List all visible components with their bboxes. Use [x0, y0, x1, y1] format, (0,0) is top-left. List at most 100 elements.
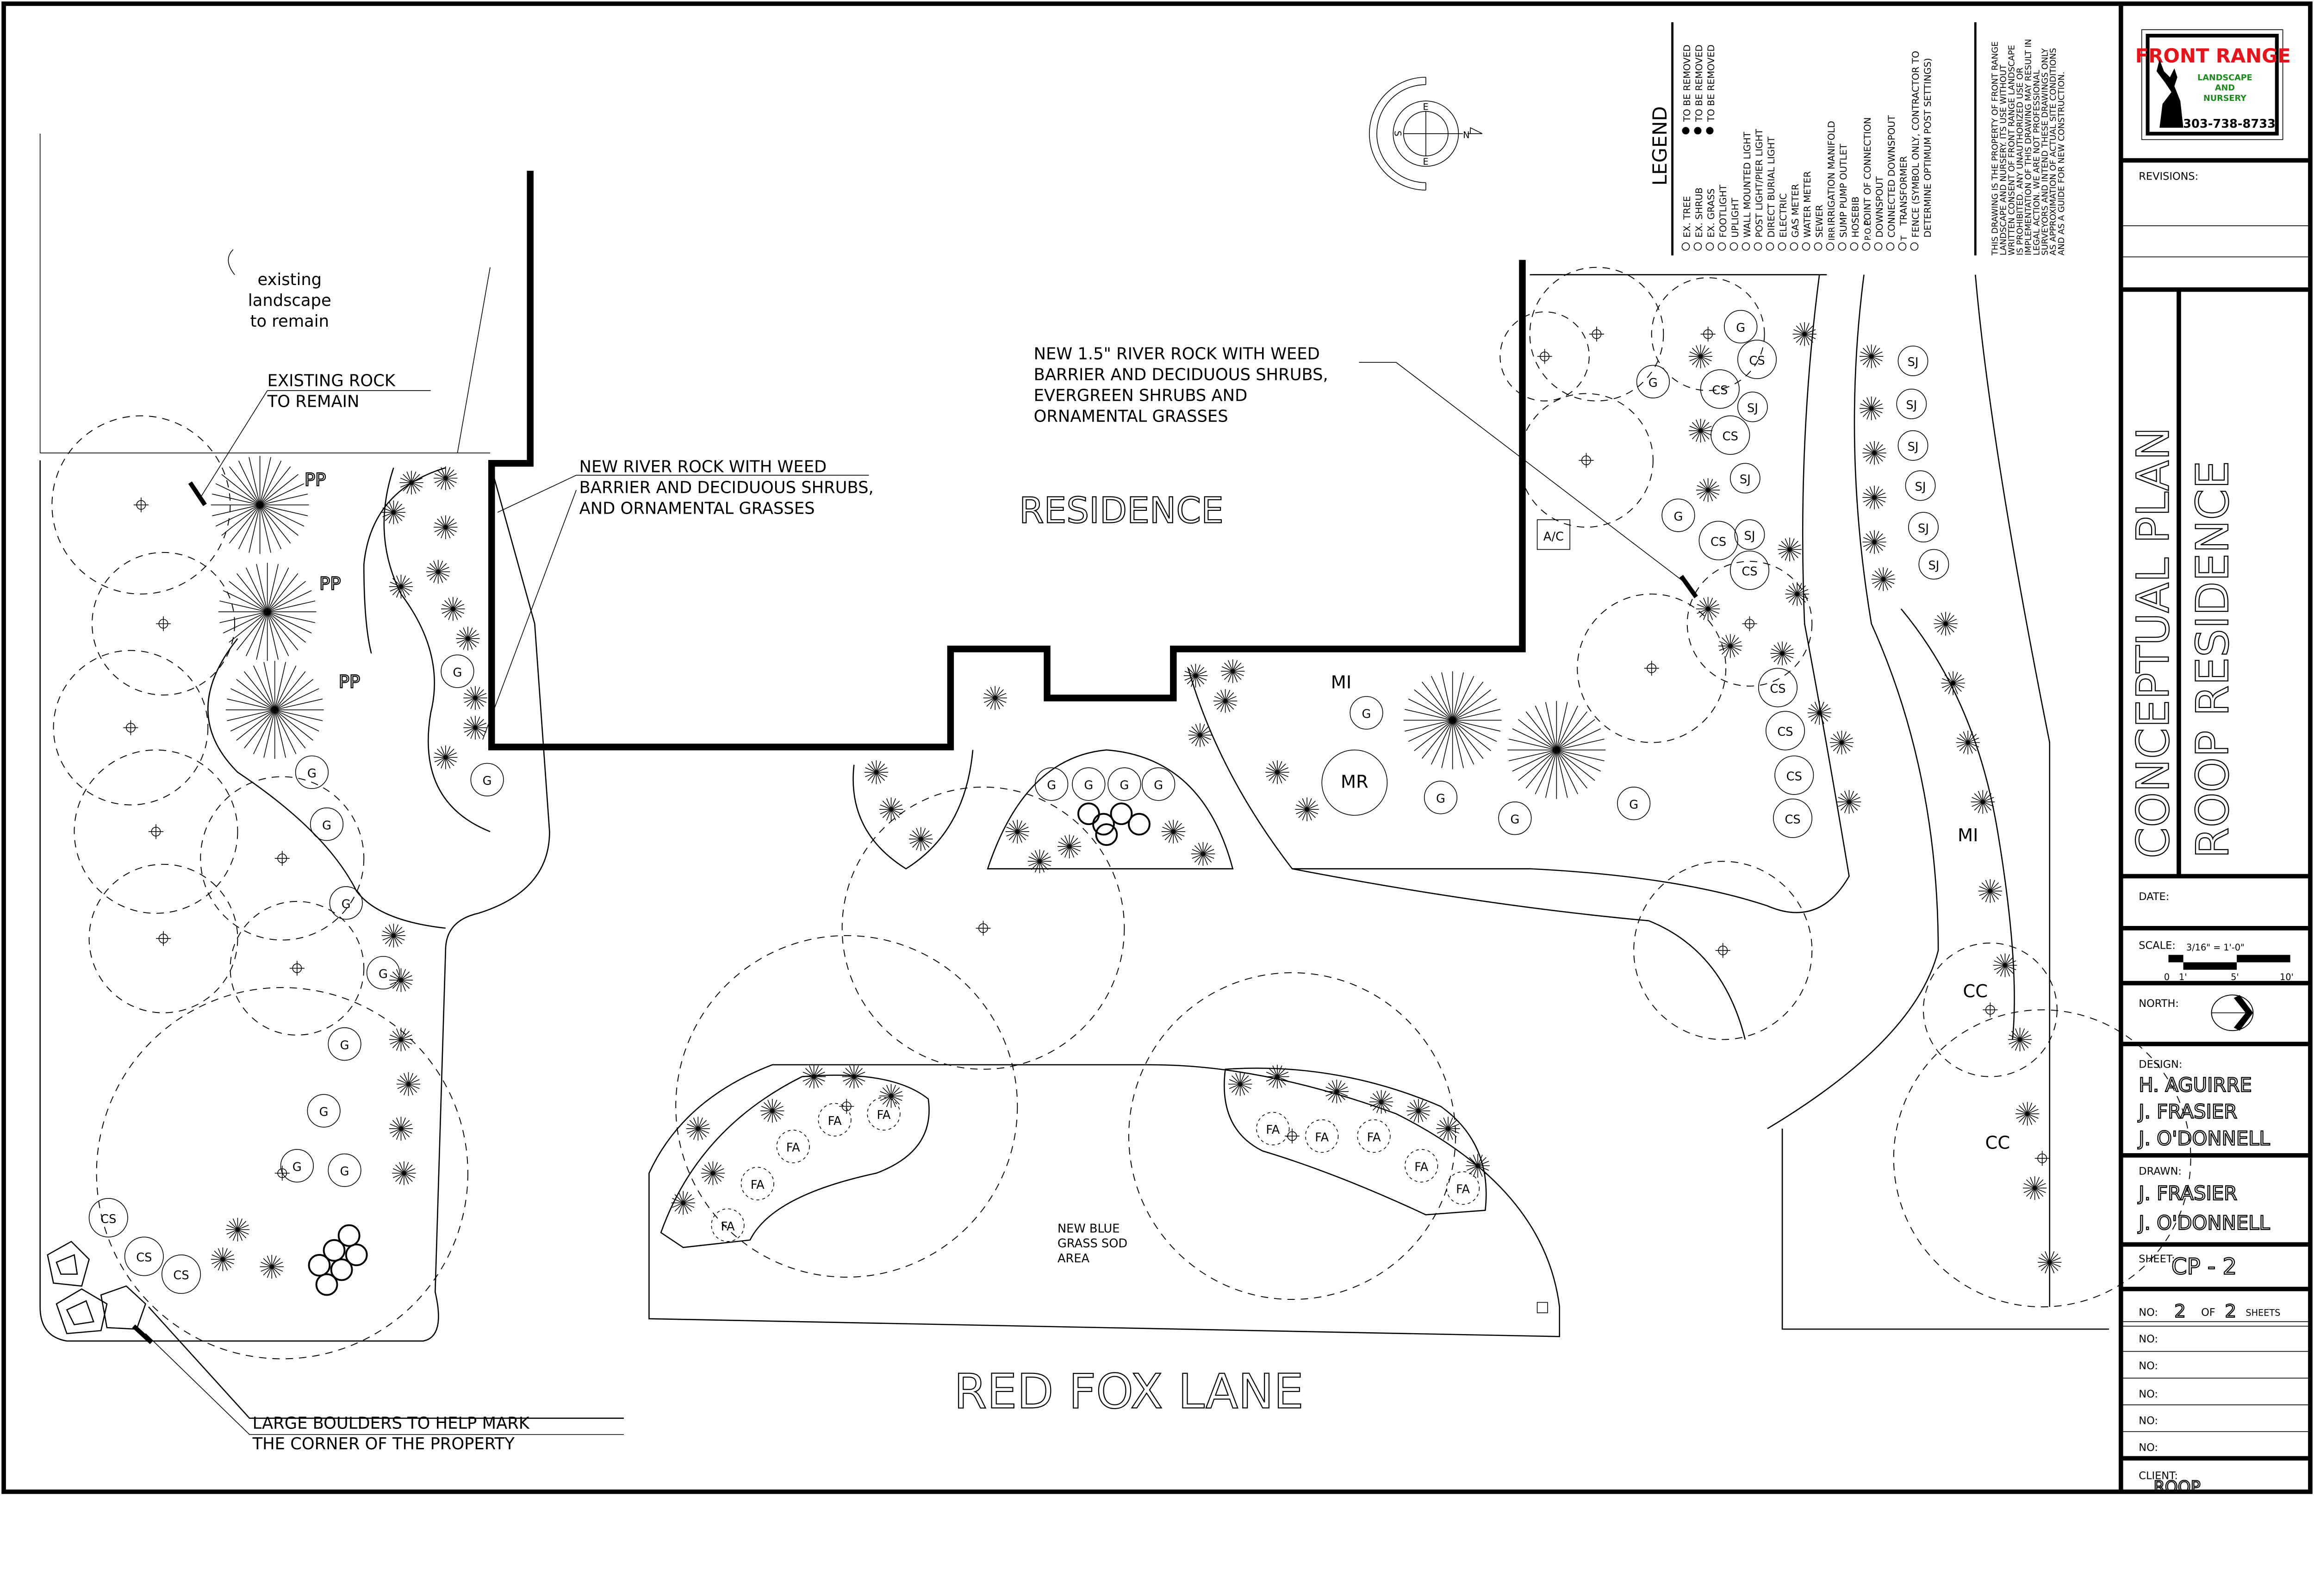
plant-code: FA: [828, 1114, 842, 1128]
post-light-icon: [1754, 242, 1762, 251]
downspout-icon: [1874, 242, 1883, 251]
title-block: FRONT RANGE LANDSCAPE AND NURSERY 303-73…: [2118, 4, 2310, 1496]
plant-cs: CS: [1729, 550, 1770, 590]
svg-text:TO BE REMOVED: TO BE REMOVED: [1694, 44, 1704, 122]
legend-item: WALL MOUNTED LIGHT: [1742, 131, 1753, 251]
tree-trunk-icon: [976, 920, 991, 936]
shrub-icon: [392, 1161, 416, 1185]
svg-text:T: T: [1900, 236, 1909, 241]
annotation-existing-landscape: existing landscape to remain: [228, 249, 331, 331]
ex-shrub-icon: [1693, 242, 1702, 251]
plant-code: SJ: [1918, 522, 1929, 536]
plant-code: CS: [136, 1251, 152, 1265]
shrub-icon: [802, 1065, 826, 1089]
plant-sj: SJ: [1729, 463, 1760, 494]
shrub-icon: [1778, 537, 1802, 562]
tree-trunk-icon: [839, 1099, 854, 1114]
svg-text:NO:: NO:: [2139, 1415, 2158, 1427]
svg-text:HOSEBIB: HOSEBIB: [1850, 197, 1861, 238]
tree-trunk-icon: [1644, 661, 1659, 676]
plant-code-pp: PP: [305, 469, 326, 490]
svg-text:DATE:: DATE:: [2139, 891, 2169, 903]
svg-text:DRAWN:: DRAWN:: [2139, 1166, 2182, 1178]
svg-text:GAS METER: GAS METER: [1790, 184, 1801, 237]
shrub-icon: [381, 924, 406, 948]
plant-sj: SJ: [1737, 391, 1768, 422]
svg-text:NO:: NO:: [2139, 1360, 2158, 1372]
shrub-icon: [1871, 567, 1895, 591]
tree-canopy: [675, 935, 1018, 1278]
shrub-icon: [2022, 1176, 2047, 1200]
plant-code: G: [1436, 792, 1445, 806]
shrub-icon: [1770, 641, 1794, 665]
shrub-icon: [399, 471, 423, 495]
plant-cs: CS: [1700, 369, 1740, 409]
plant-code: G: [1510, 813, 1519, 827]
tree-canopy: [1519, 393, 1654, 528]
disclaimer-line: AND AS A GUIDE FOR NEW CONSTRUCTION.: [2057, 72, 2066, 255]
plant-code: CS: [1742, 565, 1757, 579]
svg-text:TO BE REMOVED: TO BE REMOVED: [1682, 44, 1692, 122]
shrub-icon: [434, 515, 458, 539]
shrub-icon: [1436, 1117, 1460, 1141]
shrub-icon: [434, 745, 458, 770]
plant-grass: G: [441, 654, 474, 688]
plant-cs: CS: [1737, 340, 1777, 379]
tree-trunk-icon: [274, 851, 290, 866]
shrub-icon: [434, 466, 458, 491]
svg-text:3/16" = 1'-0": 3/16" = 1'-0": [2186, 942, 2245, 953]
shrub-icon: [426, 559, 450, 584]
plant-mr: MR: [1321, 749, 1388, 816]
shrub-icon: [1837, 790, 1861, 814]
sheet-title: CONCEPTUAL PLAN: [2127, 427, 2179, 858]
legend-item: HOSEBIB: [1850, 197, 1861, 251]
svg-text:IRRIGATION MANIFOLD: IRRIGATION MANIFOLD: [1826, 121, 1837, 226]
annotation-sod: NEW BLUE GRASS SOD AREA: [1057, 1222, 1127, 1266]
deer-logo-icon: [2156, 59, 2183, 128]
tree-trunk-icon: [1589, 327, 1604, 342]
legend-item: UPLIGHT: [1729, 198, 1741, 251]
sump-pump-icon: [1838, 242, 1847, 251]
svg-text:CP - 2: CP - 2: [2171, 1254, 2237, 1280]
svg-text:landscape: landscape: [248, 291, 331, 310]
ac-unit: [1536, 519, 1570, 550]
plant-code: SJ: [1908, 440, 1919, 454]
shrub-icon: [463, 715, 487, 740]
plant-cc: CC: [1985, 1132, 2010, 1153]
tree-trunk-icon: [289, 961, 305, 976]
plant-code: MI: [1958, 825, 1978, 846]
shrub-icon: [1792, 322, 1816, 346]
shrub-icon: [260, 1254, 284, 1279]
svg-text:LANDSCAPE: LANDSCAPE: [2197, 73, 2252, 82]
plant-code: CS: [1786, 770, 1802, 783]
shrub-icon: [1369, 1090, 1393, 1114]
tree-canopy: [74, 749, 238, 914]
plant-code: CS: [1712, 384, 1728, 397]
shrub-icon: [1978, 879, 2003, 903]
plant-grass: G: [1350, 696, 1383, 730]
plant-code: G: [1673, 510, 1683, 524]
plant-code: SJ: [1740, 473, 1751, 487]
shrub-icon: [389, 1027, 413, 1052]
plant-code: MR: [1341, 772, 1368, 793]
water-meter-icon: [1802, 242, 1810, 251]
project-title: ROOP RESIDENCE: [2187, 461, 2239, 858]
shrub-icon: [983, 686, 1007, 710]
shrub-icon: [1859, 396, 1884, 421]
plant-cs: CS: [88, 1198, 128, 1238]
svg-text:SHEET:: SHEET:: [2139, 1253, 2175, 1265]
plant-cs: CS: [124, 1236, 164, 1276]
svg-text:WATER METER: WATER METER: [1802, 171, 1813, 238]
plant-fa: FA: [711, 1208, 745, 1242]
svg-text:SHEETS: SHEETS: [2246, 1307, 2280, 1318]
connected-downspout-icon: [1886, 242, 1895, 251]
plant-code-pp: PP: [339, 671, 360, 692]
svg-text:AND: AND: [2215, 84, 2235, 93]
legend-item: FENCE (SYMBOL ONLY, CONTRACTOR TO: [1910, 51, 1921, 251]
shrub-icon: [1993, 953, 2017, 977]
shrub-icon: [337, 1224, 361, 1247]
svg-text:TO BE REMOVED: TO BE REMOVED: [1706, 44, 1717, 122]
shrub-icon: [1971, 790, 1995, 814]
